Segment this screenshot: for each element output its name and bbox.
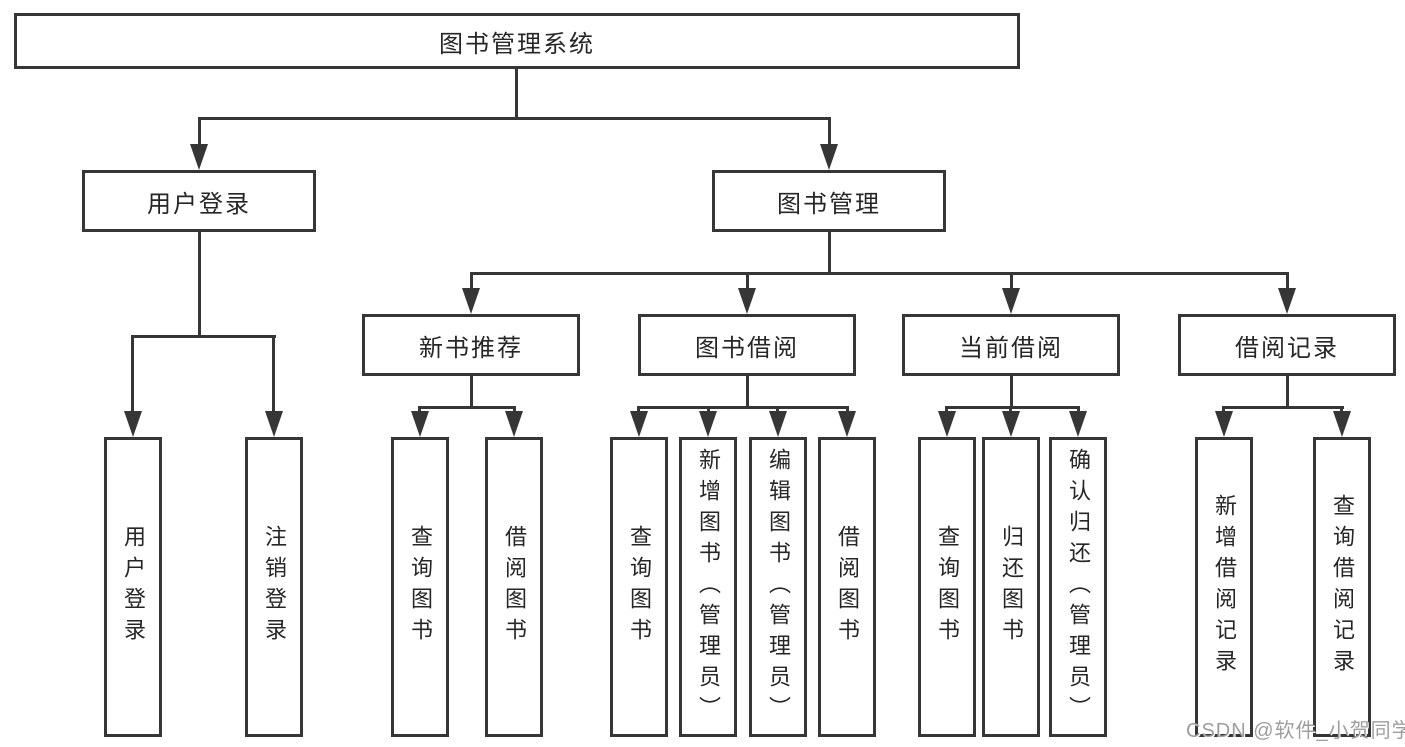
leaf-query-book-1: 查询图书 <box>391 437 449 737</box>
connector-drop-c4 <box>846 406 849 415</box>
arrowhead-leaf-logout <box>265 411 283 437</box>
leaf-borrow-book-2: 借阅图书 <box>818 437 876 737</box>
leaf-query-book-3: 查询图书 <box>918 437 976 737</box>
node-current-borrow: 当前借阅 <box>902 314 1120 376</box>
connector-drop-e2 <box>1340 406 1343 415</box>
arrowhead-current-borrow <box>1002 288 1020 314</box>
connector-drop-leaf-user-login <box>131 335 134 413</box>
arrowhead-e2 <box>1333 411 1351 437</box>
connector-drop-b2 <box>513 406 516 415</box>
connector-drop-e1 <box>1222 406 1225 415</box>
node-borrow-records: 借阅记录 <box>1178 314 1396 376</box>
arrowhead-book-management <box>820 144 838 170</box>
leaf-query-book-2: 查询图书 <box>610 437 668 737</box>
leaf-return-book: 归还图书 <box>982 437 1040 737</box>
leaf-add-borrow-record: 新增借阅记录 <box>1195 437 1253 737</box>
arrowhead-borrow-records <box>1278 288 1296 314</box>
arrowhead-book-borrow <box>738 288 756 314</box>
connector-newbook-stem <box>470 376 473 406</box>
arrowhead-leaf-user-login <box>124 411 142 437</box>
csdn-watermark: CSDN @软件_小贺同学 <box>1186 720 1405 742</box>
connector-bookmgmt-stem <box>828 232 831 272</box>
connector-drop-d3 <box>1077 406 1080 415</box>
leaf-borrow-book-1: 借阅图书 <box>485 437 543 737</box>
connector-currentborrow-stem <box>1010 376 1013 406</box>
connector-drop-b1 <box>418 406 421 415</box>
arrowhead-d3 <box>1069 411 1087 437</box>
connector-drop-c3 <box>776 406 779 415</box>
connector-rail-bookborrow <box>637 406 849 409</box>
node-root: 图书管理系统 <box>14 13 1020 69</box>
arrowhead-c4 <box>838 411 856 437</box>
connector-drop-new-book <box>470 272 473 290</box>
node-user-login: 用户登录 <box>82 170 316 232</box>
arrowhead-c1 <box>630 411 648 437</box>
connector-drop-d2 <box>1009 406 1012 415</box>
connector-drop-c2 <box>707 406 710 415</box>
arrowhead-d1 <box>938 411 956 437</box>
arrowhead-new-book <box>462 288 480 314</box>
leaf-add-book-admin: 新增图书（管理员） <box>679 437 737 737</box>
arrowhead-d2 <box>1002 411 1020 437</box>
connector-rail-level3 <box>470 272 1289 275</box>
arrowhead-c3 <box>769 411 787 437</box>
connector-bookborrow-stem <box>746 376 749 406</box>
connector-drop-d1 <box>945 406 948 415</box>
connector-drop-user-login <box>198 117 201 146</box>
arrowhead-user-login <box>190 144 208 170</box>
leaf-logout: 注销登录 <box>245 437 303 737</box>
arrowhead-b2 <box>505 411 523 437</box>
leaf-user-login: 用户登录 <box>104 437 162 737</box>
connector-rail-currentborrow <box>945 406 1080 409</box>
connector-root-stem <box>515 69 518 117</box>
node-book-management: 图书管理 <box>712 170 946 232</box>
connector-rail-newbook <box>418 406 516 409</box>
arrowhead-c2 <box>699 411 717 437</box>
connector-userlogin-stem <box>198 232 201 335</box>
leaf-confirm-return-admin: 确认归还（管理员） <box>1049 437 1107 737</box>
connector-drop-c1 <box>637 406 640 415</box>
arrowhead-e1 <box>1215 411 1233 437</box>
node-book-borrow: 图书借阅 <box>638 314 856 376</box>
connector-drop-borrow-records <box>1286 272 1289 290</box>
connector-drop-book-management <box>828 117 831 146</box>
node-new-book-recommend: 新书推荐 <box>362 314 580 376</box>
arrowhead-b1 <box>411 411 429 437</box>
connector-rail-level2 <box>198 117 831 120</box>
connector-rail-borrowrecords <box>1222 406 1344 409</box>
connector-drop-current-borrow <box>1010 272 1013 290</box>
leaf-edit-book-admin: 编辑图书（管理员） <box>749 437 807 737</box>
connector-drop-book-borrow <box>746 272 749 290</box>
connector-drop-leaf-logout <box>272 335 275 413</box>
leaf-query-borrow-record: 查询借阅记录 <box>1313 437 1371 737</box>
connector-rail-userlogin <box>131 335 276 338</box>
connector-borrowrecords-stem <box>1286 376 1289 406</box>
